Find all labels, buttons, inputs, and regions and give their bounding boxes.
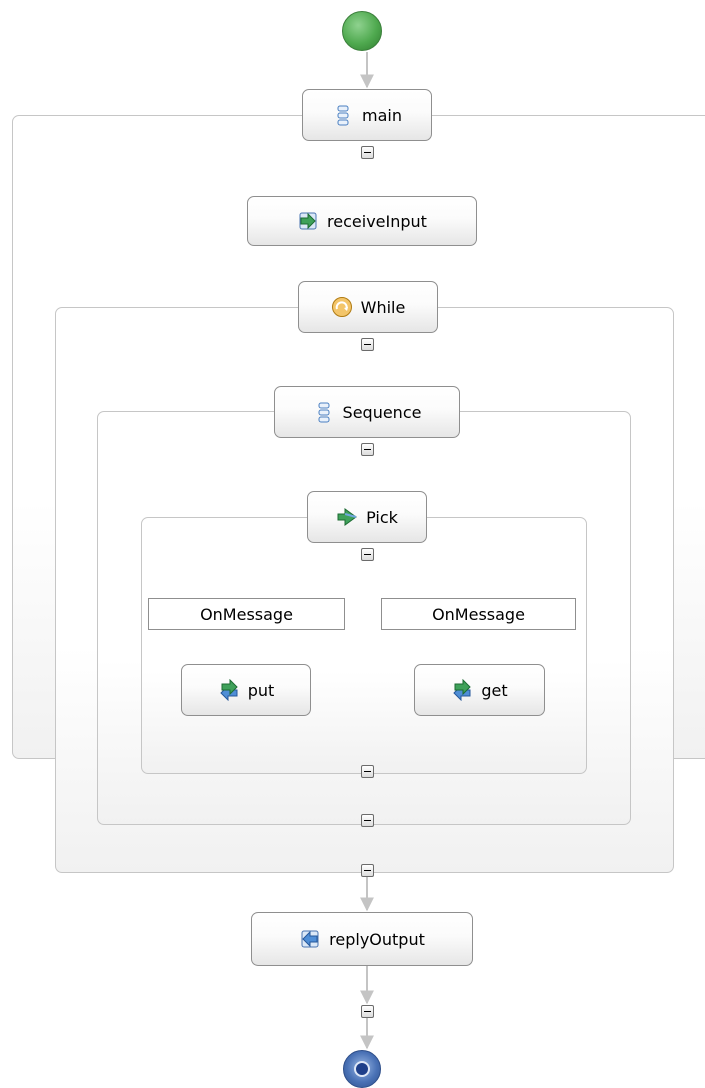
invoke-icon [451, 679, 473, 701]
end-icon [356, 1063, 368, 1075]
reply-output-label: replyOutput [329, 929, 425, 949]
end-event[interactable] [343, 1050, 381, 1088]
get-node[interactable]: get [414, 664, 545, 716]
main-label: main [362, 105, 402, 125]
pick-icon [336, 506, 358, 528]
sequence-node[interactable]: Sequence [274, 386, 460, 438]
receive-input-label: receiveInput [327, 211, 427, 231]
while-label: While [360, 297, 406, 317]
collapse-while-end-button[interactable] [361, 864, 374, 877]
start-event[interactable] [342, 11, 382, 51]
put-label: put [247, 680, 275, 700]
receive-input-node[interactable]: receiveInput [247, 196, 477, 246]
collapse-pick-end-button[interactable] [361, 765, 374, 778]
collapse-sequence-button[interactable] [361, 443, 374, 456]
onmessage-branch-right[interactable]: OnMessage [381, 598, 576, 630]
while-icon [331, 296, 353, 318]
sequence-icon [313, 401, 335, 423]
reply-output-node[interactable]: replyOutput [251, 912, 473, 966]
invoke-icon [218, 679, 240, 701]
collapse-main-button[interactable] [361, 146, 374, 159]
get-label: get [481, 680, 508, 700]
pick-node[interactable]: Pick [307, 491, 427, 543]
while-node[interactable]: While [298, 281, 438, 333]
collapse-sequence-end-button[interactable] [361, 814, 374, 827]
sequence-icon [332, 104, 354, 126]
collapse-main-end-button[interactable] [361, 1005, 374, 1018]
collapse-pick-button[interactable] [361, 548, 374, 561]
put-node[interactable]: put [181, 664, 311, 716]
collapse-while-button[interactable] [361, 338, 374, 351]
receive-icon [297, 210, 319, 232]
sequence-label: Sequence [342, 402, 422, 422]
reply-icon [299, 928, 321, 950]
onmessage-right-label: OnMessage [432, 604, 525, 624]
pick-label: Pick [366, 507, 398, 527]
onmessage-left-label: OnMessage [200, 604, 293, 624]
main-node[interactable]: main [302, 89, 432, 141]
onmessage-branch-left[interactable]: OnMessage [148, 598, 345, 630]
